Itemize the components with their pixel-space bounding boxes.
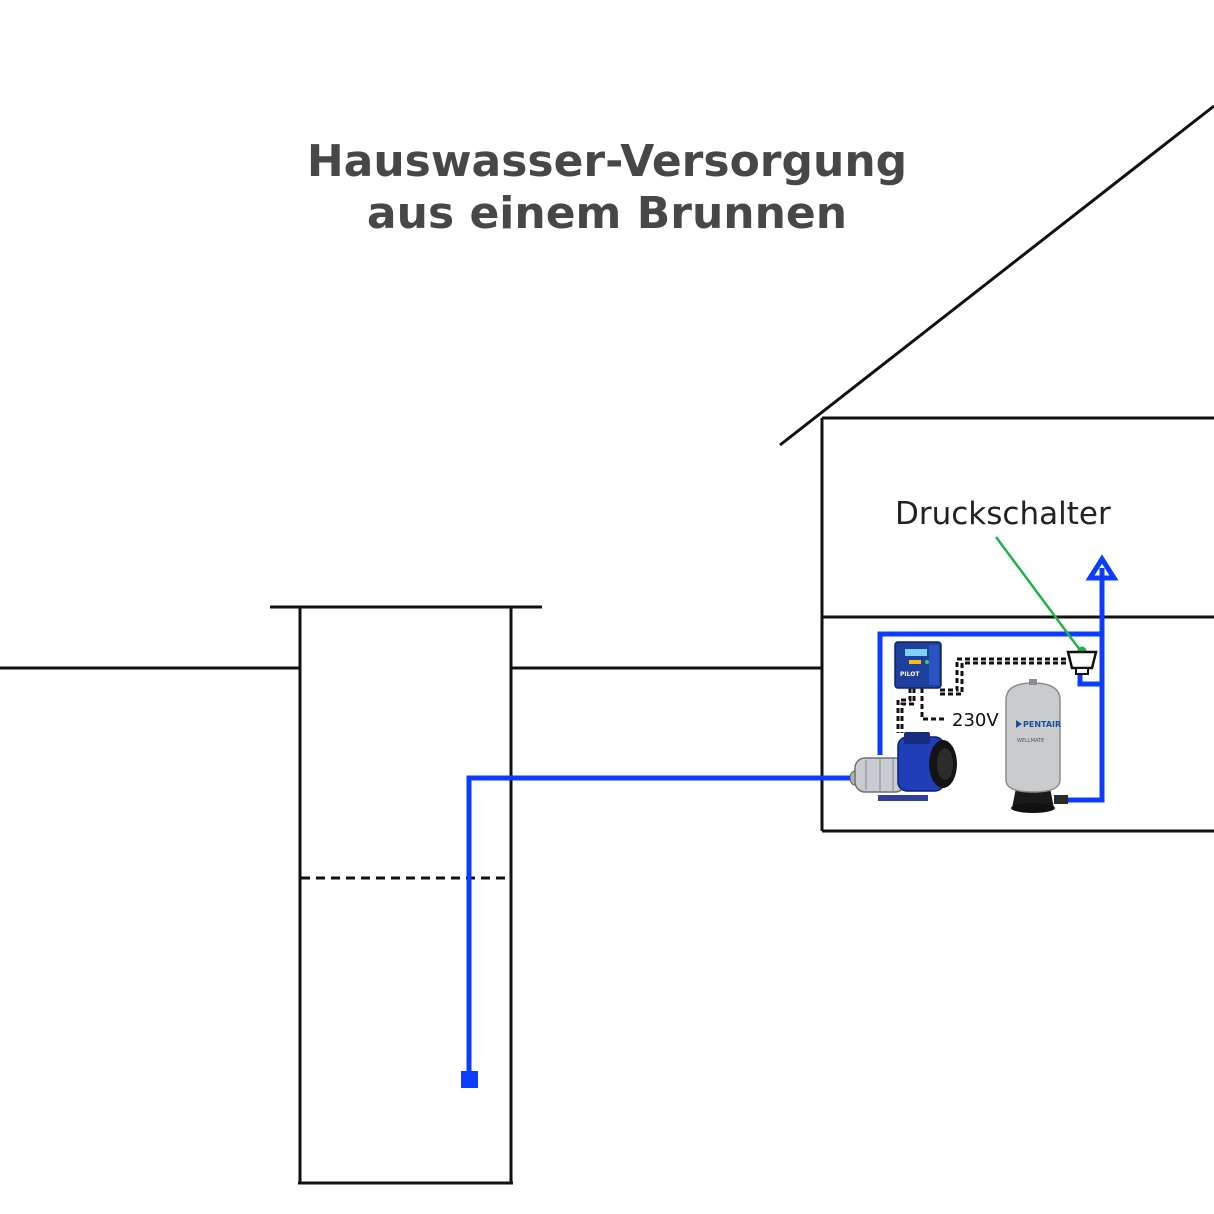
wire-controller-to-pump-2: [900, 688, 916, 733]
water-pipes: [466, 568, 1105, 1078]
house-outline: [779, 104, 1214, 833]
pump-controller: PILOT: [894, 641, 942, 689]
diagram-title-line1: Hauswasser-Versorgung: [307, 136, 907, 187]
tank-brand-label: PENTAIR: [1023, 720, 1061, 729]
pressure-switch-pointer: [994, 536, 1082, 651]
pressure-switch: [1066, 650, 1098, 675]
wire-controller-to-switch: [940, 657, 1068, 692]
arrow-up-icon: [1085, 554, 1119, 581]
pressure-tank: PENTAIR WELLMATE: [1005, 679, 1068, 813]
roof-line: [779, 104, 1214, 447]
wire-supply: [920, 688, 947, 721]
tank-model-label: WELLMATE: [1017, 738, 1044, 744]
switch-branch-pipe: [1077, 672, 1102, 687]
tank-logo-icon: [1016, 720, 1022, 728]
pressure-switch-label: Druckschalter: [895, 496, 1111, 532]
diagram-title-line2: aus einem Brunnen: [367, 188, 847, 239]
suction-pipe: [466, 775, 852, 1078]
controller-brand-label: PILOT: [900, 671, 920, 678]
wire-controller-to-switch-2: [940, 661, 1068, 696]
suction-strainer-icon: [461, 1071, 478, 1088]
electric-wiring: [896, 657, 1068, 733]
centrifugal-pump: [849, 732, 957, 801]
pressure-pipe-to-top: [877, 631, 1102, 755]
well-shaft: [270, 605, 542, 1185]
wire-controller-to-pump: [896, 688, 912, 733]
voltage-label: 230V: [952, 710, 999, 731]
tank-pipe: [1068, 568, 1105, 803]
